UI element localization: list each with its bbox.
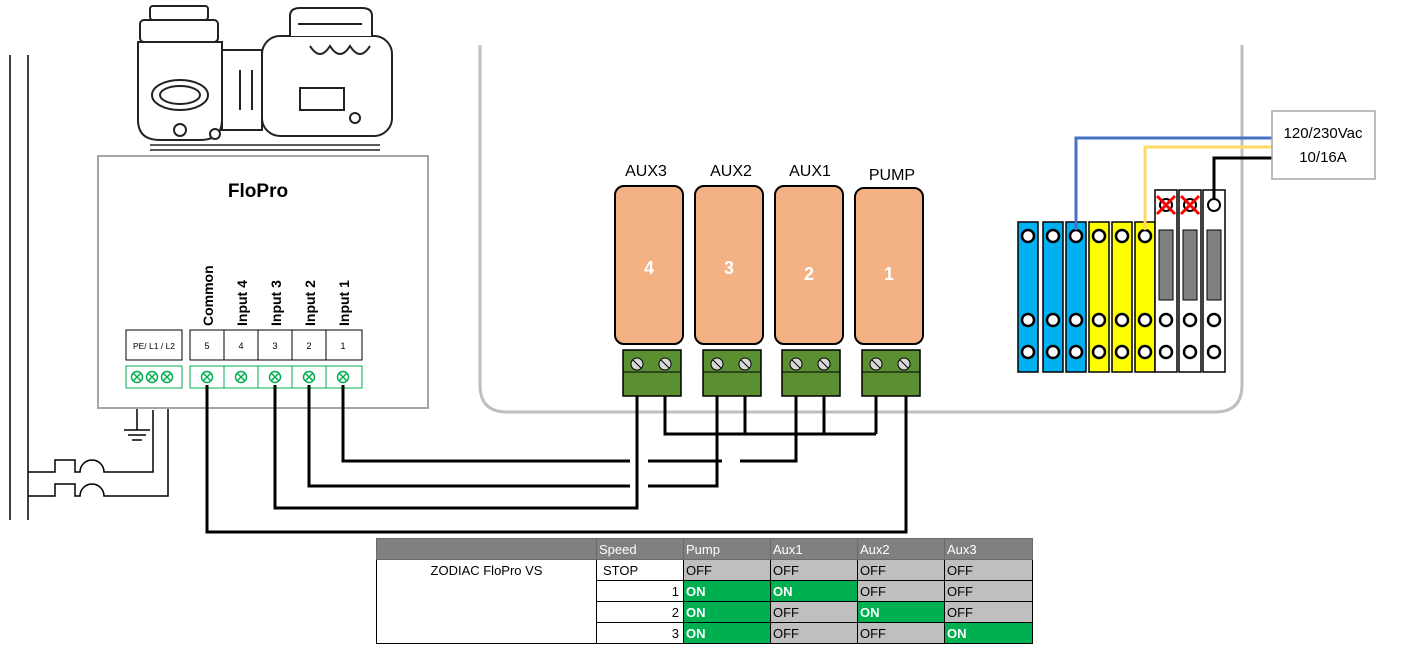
relay-number-1: 1 (884, 264, 894, 284)
relay-number-3: 3 (724, 258, 734, 278)
relay-label-pump: PUMP (869, 167, 915, 184)
speed-cell: 2 (596, 601, 684, 623)
pump-state: ON (683, 580, 771, 602)
speed-relay-table: Speed Pump Aux1 Aux2 Aux3 ZODIAC FloPro … (376, 538, 1033, 644)
terminal-screw-holes (1020, 228, 1222, 360)
relay-pump: PUMP 1 (854, 167, 924, 345)
table-row: 3 ON OFF OFF ON (376, 622, 1033, 644)
relay-number-4: 4 (644, 258, 654, 278)
relay-connectors (622, 349, 921, 397)
supply-rating-box: 120/230Vac 10/16A (1271, 110, 1376, 180)
relay-aux2: AUX2 3 (694, 163, 764, 345)
speed-cell: 3 (596, 622, 684, 644)
model-cell-empty (376, 580, 597, 602)
connector-aux3 (622, 349, 682, 397)
input-screw-icons (200, 370, 350, 384)
header-aux2: Aux2 (857, 538, 945, 560)
supply-voltage: 120/230Vac (1284, 125, 1363, 142)
blue-terminals (1017, 221, 1087, 373)
pump-state: OFF (683, 559, 771, 581)
connector-aux2 (702, 349, 762, 397)
relay-aux1: AUX1 2 (774, 163, 844, 345)
header-aux3: Aux3 (944, 538, 1033, 560)
supply-current: 10/16A (1299, 149, 1347, 166)
aux2-state: OFF (857, 622, 945, 644)
flopro-controller: FloPro PE/ L1 / L2 5 4 3 2 1 (97, 155, 429, 409)
control-enclosure (478, 45, 1244, 414)
relay-label-aux3: AUX3 (625, 163, 667, 180)
aux2-state: OFF (857, 580, 945, 602)
table-header-row: Speed Pump Aux1 Aux2 Aux3 (376, 538, 1033, 560)
input-label-common: Common (200, 265, 216, 326)
controller-title: FloPro (228, 181, 288, 202)
input-label-input-2: Input 2 (302, 280, 318, 326)
relay-label-aux1: AUX1 (789, 163, 831, 180)
disabled-x-icon (1155, 194, 1201, 216)
table-header-blank (376, 538, 597, 560)
connector-pump (861, 349, 921, 397)
table-row: 2 ON OFF ON OFF (376, 601, 1033, 623)
aux3-state: ON (944, 622, 1033, 644)
speed-cell: STOP (596, 559, 684, 581)
terminal-block (1017, 189, 1226, 373)
relay-aux3: AUX3 4 (614, 163, 684, 345)
model-name: ZODIAC FloPro VS (376, 559, 597, 581)
breaker-symbols (28, 385, 169, 497)
pump-state: ON (683, 622, 771, 644)
power-terminal-label: PE/ L1 / L2 (133, 341, 175, 351)
pump-state: ON (683, 601, 771, 623)
connector-aux1 (781, 349, 841, 397)
aux1-state: OFF (770, 601, 858, 623)
power-screw-icons (130, 370, 174, 384)
terminal-number-input-4: 4 (238, 341, 243, 351)
supply-wires (1074, 136, 1272, 230)
terminal-number-common: 5 (204, 341, 209, 351)
terminal-number-input-2: 2 (306, 341, 311, 351)
signal-wires (205, 385, 908, 534)
aux1-state: ON (770, 580, 858, 602)
input-label-input-4: Input 4 (234, 280, 250, 326)
speed-cell: 1 (596, 580, 684, 602)
aux1-state: OFF (770, 622, 858, 644)
input-label-input-3: Input 3 (268, 280, 284, 326)
aux3-state: OFF (944, 559, 1033, 581)
aux3-state: OFF (944, 601, 1033, 623)
header-pump: Pump (683, 538, 771, 560)
terminal-number-input-3: 3 (272, 341, 277, 351)
aux3-state: OFF (944, 580, 1033, 602)
header-aux1: Aux1 (770, 538, 858, 560)
table-row: 1 ON ON OFF OFF (376, 580, 1033, 602)
input-terminal-block: 5 4 3 2 1 (189, 329, 363, 389)
aux2-state: ON (857, 601, 945, 623)
relay-label-aux2: AUX2 (710, 163, 752, 180)
aux2-state: OFF (857, 559, 945, 581)
model-cell-empty (376, 622, 597, 644)
input-label-input-1: Input 1 (336, 280, 352, 326)
table-row: ZODIAC FloPro VS STOP OFF OFF OFF OFF (376, 559, 1033, 581)
terminal-number-input-1: 1 (340, 341, 345, 351)
pump-motor-icon (137, 5, 393, 151)
power-bus-lines (9, 55, 29, 520)
relay-number-2: 2 (804, 264, 814, 284)
header-speed: Speed (596, 538, 684, 560)
breaker-terminals (1154, 189, 1226, 373)
aux1-state: OFF (770, 559, 858, 581)
model-cell-empty (376, 601, 597, 623)
